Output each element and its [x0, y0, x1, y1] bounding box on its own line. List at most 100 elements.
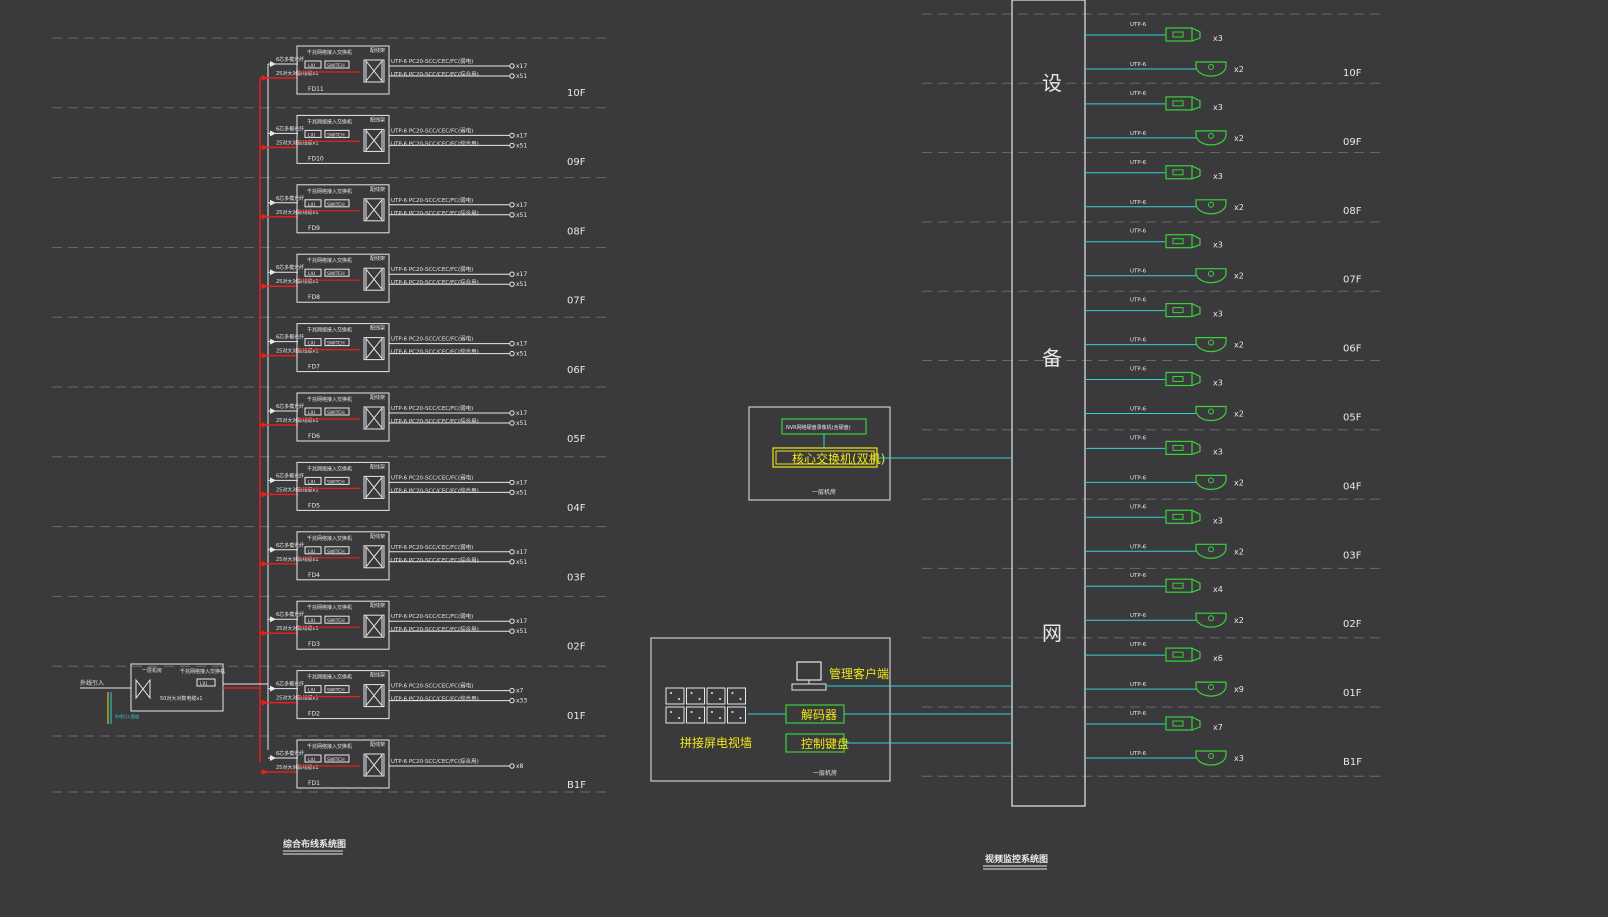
- video-wall-dot: [678, 717, 680, 719]
- incoming-label: 外线引入: [80, 679, 104, 687]
- patch-panel-box: [363, 267, 385, 291]
- panel-label: 千兆网络接入交换机: [307, 118, 352, 125]
- outlet-icon: [509, 73, 515, 79]
- cable-label: UTP-6: [1130, 435, 1147, 441]
- cable-label: UTP-6: [1130, 544, 1147, 550]
- video-wall-dot: [711, 692, 713, 694]
- box-camera-icon: [1165, 234, 1201, 249]
- cable-spec-up: UTP-6 PC20-SCC/CEC/FC(弱电): [391, 404, 473, 412]
- outlet-count-up: x17: [516, 271, 527, 278]
- camera-body: [1165, 27, 1193, 42]
- cabinet-id: FD3: [308, 641, 320, 648]
- cabinet-box: [296, 531, 390, 581]
- cabinet-id: FD8: [308, 294, 320, 301]
- fiber-label: 6芯多模光纤: [276, 472, 304, 479]
- cable-spec-up: UTP-6 PC20-SCC/CEC/FC(弱电): [391, 473, 473, 481]
- panel-label: 千兆网络接入交换机: [307, 465, 352, 472]
- arrow-icon: [270, 199, 276, 206]
- liu-label: LIU: [308, 202, 315, 208]
- cabinet-box: [296, 253, 390, 303]
- dome-camera-icon: [1195, 61, 1227, 77]
- liu-label: LIU: [308, 341, 315, 347]
- camera-detail: [1172, 513, 1184, 520]
- dome-camera-icon: [1195, 681, 1227, 697]
- cable-label: UTP-6: [1130, 200, 1147, 206]
- keyboard-label: 控制键盘: [801, 736, 849, 751]
- cable-label: UTP-6: [1130, 22, 1147, 28]
- cable-label: UTP-6: [1130, 229, 1147, 235]
- outlet-count-down: x33: [516, 698, 527, 705]
- bd-liu-label: LIU: [200, 681, 207, 687]
- nvr-label: NVR网络硬盘录像机(含硬盘): [786, 424, 851, 431]
- cable-spec-up: UTP-6 PC20-SCC/CEC/FC(弱电): [391, 543, 473, 551]
- dome-camera-count: x2: [1234, 478, 1244, 487]
- switch-label: SWITCH: [327, 688, 345, 694]
- switch-label: SWITCH: [327, 63, 345, 69]
- dome-lens: [1208, 201, 1214, 208]
- patch-panel-box: [363, 406, 385, 430]
- dome-camera-icon: [1195, 268, 1227, 284]
- cabling-title: 综合布线系统图: [283, 838, 346, 850]
- switch-label: SWITCH: [327, 202, 345, 208]
- camera-detail: [1172, 100, 1184, 107]
- rack-label: 配线架: [370, 741, 385, 748]
- video-wall-dot: [670, 711, 672, 713]
- bd-room-label: 一层机房: [142, 667, 162, 674]
- liu-box: [304, 476, 322, 485]
- video-wall-tile: [706, 687, 726, 705]
- panel-label: 千兆网络接入交换机: [307, 188, 352, 195]
- box-camera-count: x3: [1213, 172, 1223, 181]
- backbone-char: 备: [1042, 346, 1062, 370]
- fiber-label: 6芯多模光纤: [276, 195, 304, 202]
- arrow-icon: [262, 630, 268, 637]
- cable-spec-up: UTP-6 PC20-SCC/CEC/FC(弱电): [391, 335, 473, 343]
- outlet-count-down: x51: [516, 212, 527, 219]
- liu-box: [304, 754, 322, 763]
- cable-spec-down: UTP-6 PC20-SCC/CEC/FC(综合用): [391, 625, 479, 633]
- cable-spec-down: UTP-6 PC20-SCC/CEC/FC(综合用): [391, 556, 479, 564]
- dome-lens: [1208, 615, 1214, 622]
- floor-label: 06F: [1343, 344, 1362, 355]
- cable-spec-down: UTP-6 PC20-SCC/CEC/FC(综合用): [391, 70, 479, 78]
- camera-lens: [1191, 234, 1201, 249]
- video-wall-dot: [690, 692, 693, 694]
- outlet-count-up: x17: [516, 63, 527, 70]
- cabinet-box: [296, 461, 390, 511]
- panel-label: 千兆网络接入交换机: [307, 743, 352, 750]
- camera-detail: [1172, 444, 1184, 451]
- outlet-count-down: x51: [516, 628, 527, 635]
- dome-camera-count: x2: [1234, 341, 1244, 350]
- video-wall-dot: [711, 711, 713, 713]
- cabinet-id: FD4: [308, 572, 320, 579]
- liu-box: [304, 60, 322, 69]
- building-distributor: 一层机房千兆网络接入交换机LIU50对大对数电缆x1外线引入外线引入管道: [80, 663, 268, 724]
- arrow-icon: [270, 130, 276, 137]
- box-camera-icon: [1165, 165, 1201, 180]
- cable-label: UTP-6: [1130, 298, 1147, 304]
- floor-label: 03F: [1343, 550, 1362, 561]
- core-room: NVR网络硬盘录像机(含硬盘)核心交换机(双机)一层机房: [748, 406, 1012, 501]
- fiber-label: 6芯多模光纤: [276, 125, 304, 132]
- liu-box: [304, 546, 322, 555]
- dome-camera-icon: [1195, 612, 1227, 628]
- cable-label: UTP-6: [1130, 642, 1147, 648]
- camera-detail: [1172, 376, 1184, 382]
- outlet-icon: [509, 132, 515, 139]
- dome-lens: [1208, 546, 1214, 553]
- cable-label: UTP-6: [1130, 573, 1147, 579]
- liu-label: LIU: [308, 63, 315, 69]
- floor-label: 08F: [1343, 206, 1362, 217]
- cable-label: UTP-6: [1130, 475, 1147, 481]
